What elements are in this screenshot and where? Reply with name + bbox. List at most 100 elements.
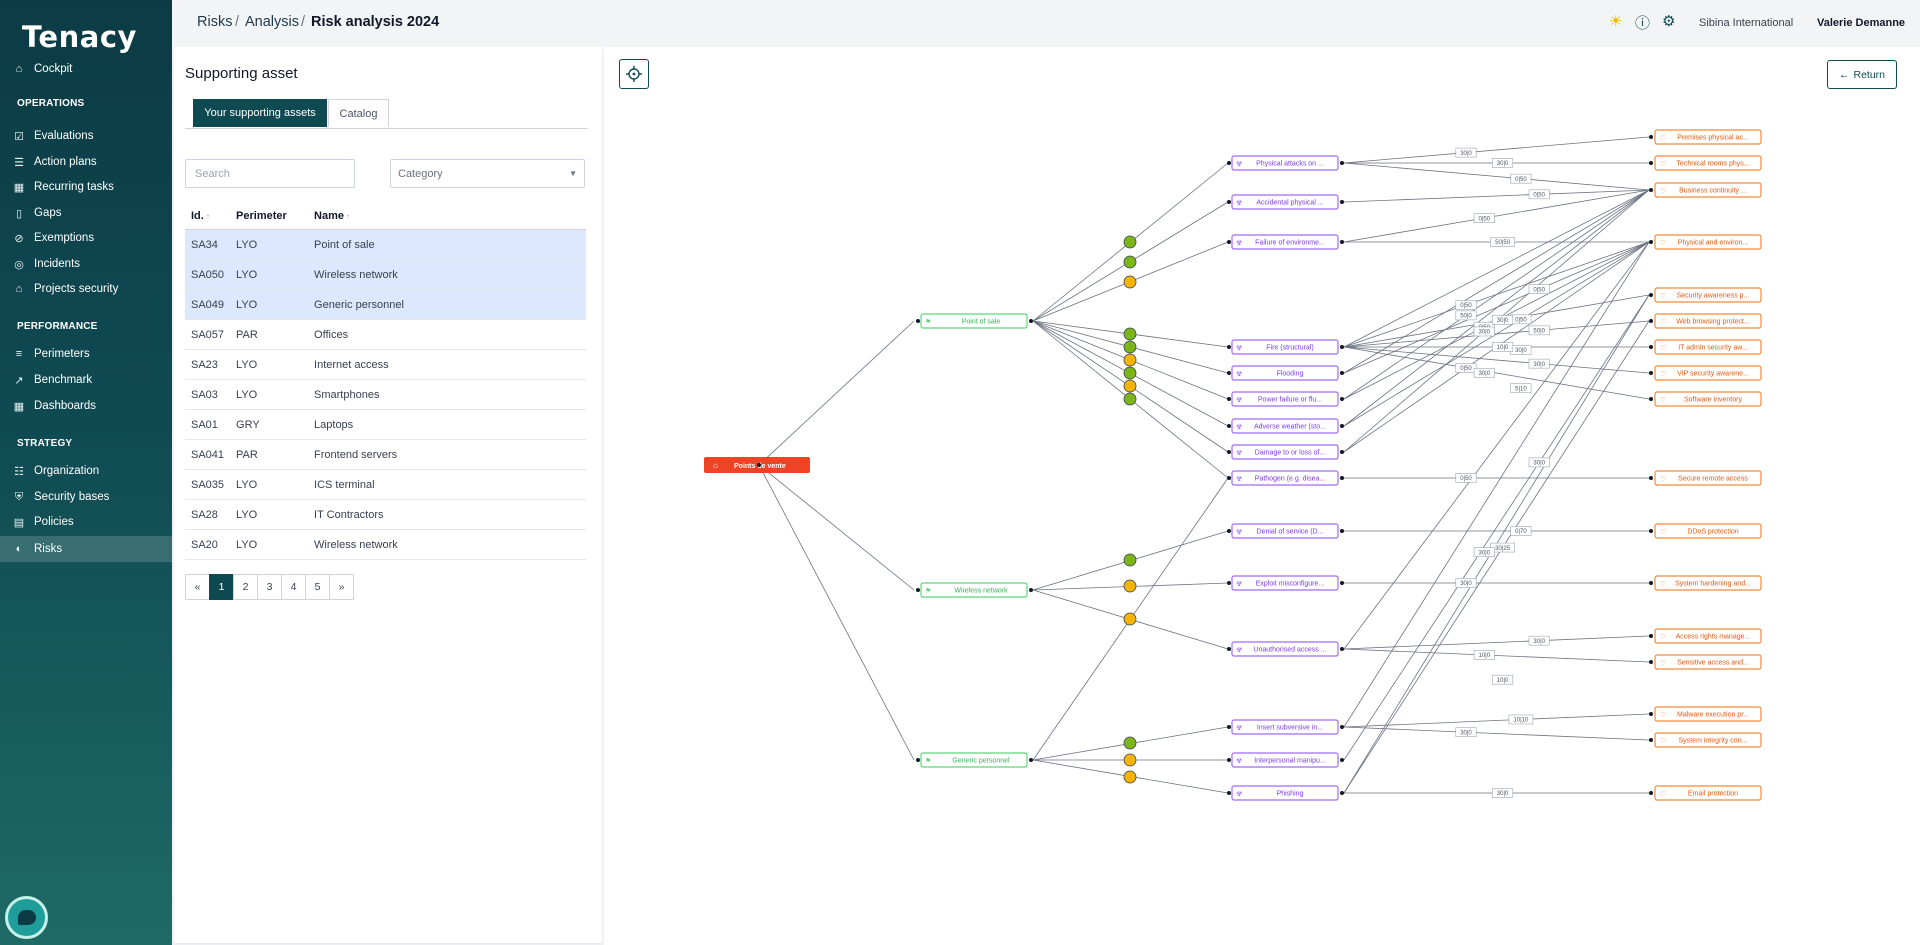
sidebar-item-benchmark[interactable]: ↗Benchmark	[0, 368, 172, 392]
sidebar-item-gaps[interactable]: ▯Gaps	[0, 201, 172, 225]
sidebar-item-exemptions[interactable]: ⊘Exemptions	[0, 226, 172, 250]
sidebar-item-perimeters[interactable]: ≡Perimeters	[0, 342, 172, 366]
threat-node-box	[1231, 575, 1339, 591]
sidebar-item-organization[interactable]: ☷Organization	[0, 459, 172, 483]
sidebar-item-policies[interactable]: ▤Policies	[0, 510, 172, 534]
measure-node: ♡Email protection	[1654, 785, 1762, 801]
column-header-name[interactable]: Name↑	[308, 203, 586, 230]
lightbulb-icon: ♡	[1660, 790, 1666, 798]
sidebar-item-recurring-tasks[interactable]: ▦Recurring tasks	[0, 175, 172, 199]
measure-node-label: System integrity con...	[1679, 738, 1748, 745]
column-header-perimeter[interactable]: Perimeter	[230, 203, 309, 230]
threat-node-label: Adverse weather (sto...	[1254, 424, 1326, 431]
return-label: Return	[1853, 68, 1885, 81]
search-input[interactable]: Search	[185, 159, 355, 188]
edge-anchor	[1340, 161, 1344, 165]
supporting-asset-panel: Supporting asset Your supporting assets …	[174, 47, 602, 943]
sidebar-item-security-bases[interactable]: ⛨Security bases	[0, 485, 172, 509]
page-prev-button[interactable]: «	[185, 574, 210, 600]
user-name[interactable]: Valerie Demanne	[1817, 17, 1906, 29]
threat-icon: ☢	[1236, 449, 1242, 457]
edge-anchor	[757, 463, 761, 467]
gear-icon[interactable]: ⚙	[1662, 13, 1676, 30]
page-button[interactable]: 2	[233, 574, 258, 600]
lightbulb-icon: ♡	[1660, 528, 1666, 536]
edge-anchor	[1227, 200, 1231, 204]
sidebar-item-label: Projects security	[34, 283, 119, 295]
threat-node-label: Pathogen (e.g. disea...	[1255, 476, 1325, 483]
page-button[interactable]: 1	[209, 574, 234, 600]
sidebar-item-cockpit[interactable]: ⌂Cockpit	[0, 57, 172, 81]
risk-level-circle	[1123, 392, 1137, 406]
edge-label-box	[1510, 526, 1532, 536]
measure-node: ♡System integrity con...	[1654, 732, 1762, 748]
calendar-icon: ▦	[13, 181, 25, 194]
checklist-icon: ☑	[14, 130, 24, 143]
sidebar-item-projects-security[interactable]: ⌂Projects security	[0, 277, 172, 301]
cell-name: Smartphones	[308, 379, 586, 410]
threat-icon: ☢	[1236, 724, 1242, 732]
breadcrumb-risks[interactable]: Risks	[197, 14, 233, 30]
edge-label-text: 30|0	[1479, 371, 1491, 377]
sidebar-item-evaluations[interactable]: ☑Evaluations	[0, 124, 172, 148]
sidebar-item-action-plans[interactable]: ☰Action plans	[0, 150, 172, 174]
graph-edges	[758, 136, 1650, 794]
page-button[interactable]: 3	[257, 574, 282, 600]
breadcrumb-analysis[interactable]: Analysis	[245, 14, 299, 30]
return-button[interactable]: ←Return	[1827, 60, 1897, 89]
graph-edge	[758, 464, 915, 761]
edge-label: 30|0	[1492, 158, 1514, 168]
threat-node-label: Interpersonal manipu...	[1254, 758, 1326, 765]
lightbulb-icon: ♡	[1660, 318, 1666, 326]
page-button[interactable]: 5	[305, 574, 330, 600]
chat-support-button[interactable]	[5, 896, 48, 939]
sidebar-item-incidents[interactable]: ◎Incidents	[0, 252, 172, 276]
lightbulb-icon: ♡	[1660, 187, 1666, 195]
tab-catalog[interactable]: Catalog	[328, 99, 389, 127]
help-icon[interactable]: ⓘ	[1635, 15, 1651, 32]
edge-anchor	[1227, 758, 1231, 762]
cell-id: SA041	[185, 439, 231, 470]
edge-label-box	[1510, 173, 1532, 184]
edge-label-text: 0|50	[1460, 303, 1472, 309]
sidebar-item-risks[interactable]: ◐Risks	[0, 536, 172, 562]
edge-anchor	[1227, 240, 1231, 244]
graph-edge	[1343, 320, 1650, 794]
tab-your-supporting-assets[interactable]: Your supporting assets	[193, 99, 327, 127]
column-header-id[interactable]: Id.↑	[185, 203, 231, 230]
edge-label-text: 50|0	[1460, 314, 1472, 320]
lightbulb-icon: ♡	[1660, 292, 1666, 300]
category-select[interactable]: Category▼	[390, 159, 585, 188]
edge-label: 0|50	[1473, 213, 1495, 223]
cell-name: Point of sale	[308, 229, 586, 260]
asset-node-label: Point of sale	[962, 319, 1001, 326]
grid-icon: ▦	[13, 400, 25, 413]
sidebar-item-dashboards[interactable]: ▦Dashboards	[0, 394, 172, 418]
page-next-button[interactable]: »	[329, 574, 354, 600]
organization-name[interactable]: Sibina International	[1699, 17, 1794, 29]
column-name-label: Name	[314, 210, 344, 222]
edge-label: 0|50	[1510, 314, 1532, 325]
recenter-button[interactable]	[619, 59, 649, 89]
bulb-icon[interactable]: ☀	[1609, 13, 1623, 30]
asset-node-box	[920, 313, 1028, 329]
cell-perimeter: LYO	[230, 229, 309, 260]
threat-node-label: Unauthorised access ...	[1253, 647, 1326, 654]
edge-anchor	[1340, 240, 1344, 244]
measure-node-label: Secure remote access	[1678, 476, 1748, 483]
page-button[interactable]: 4	[281, 574, 306, 600]
measure-node-label: Web browsing protect...	[1676, 319, 1749, 326]
sidebar: Tenacy ⌂Cockpit☑Evaluations☰Action plans…	[0, 0, 172, 945]
threat-node-label: Accidental physical ...	[1256, 200, 1323, 207]
